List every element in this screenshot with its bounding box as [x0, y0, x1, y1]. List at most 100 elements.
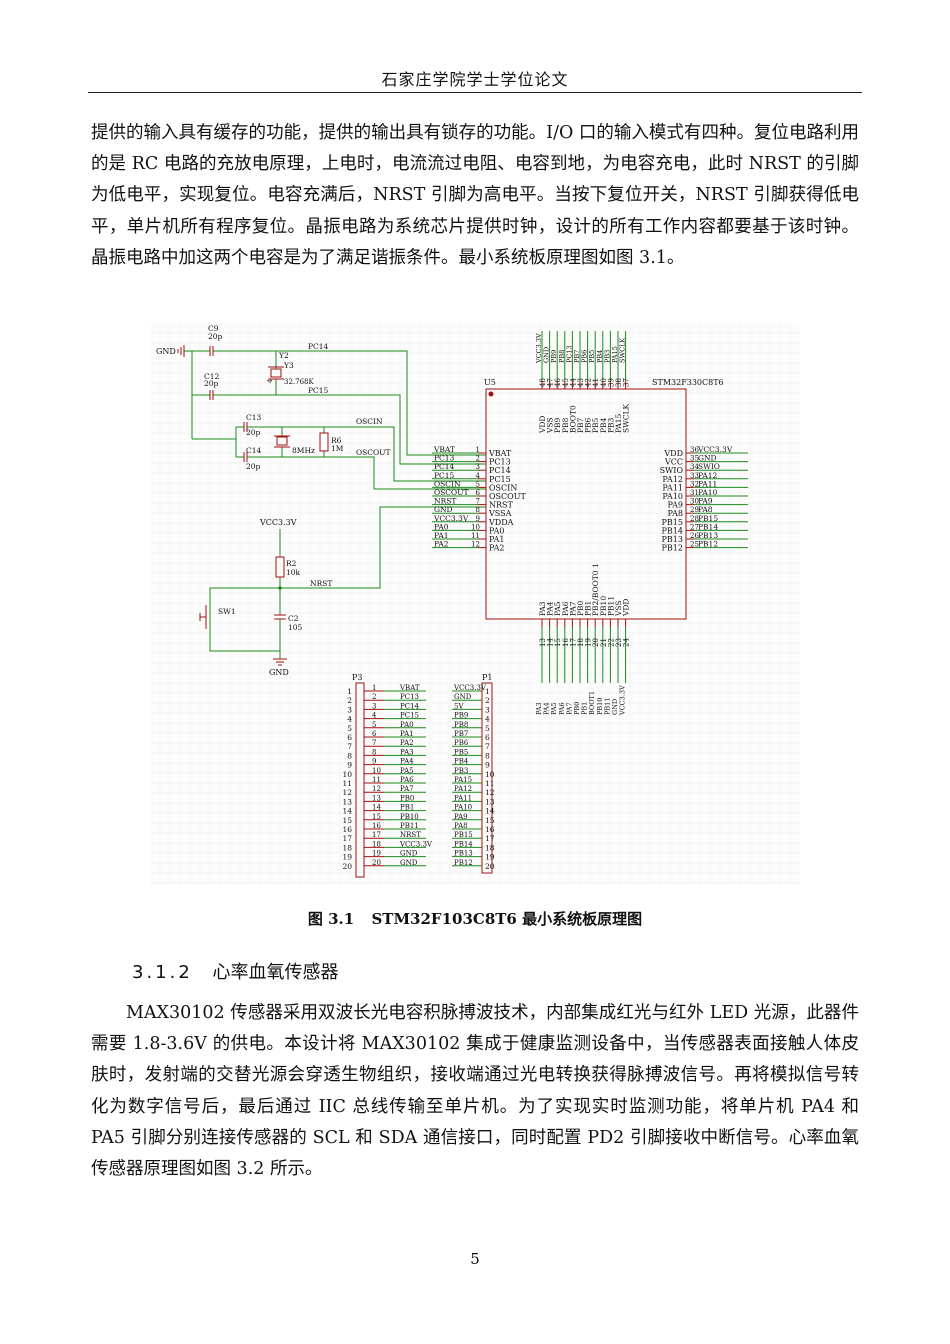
- pin-number: 11: [471, 532, 480, 540]
- mcu-body: [485, 388, 687, 620]
- pin-number: 42: [585, 378, 593, 387]
- p1-pin-number: 4: [485, 715, 490, 724]
- net-label: PA11: [698, 479, 717, 488]
- net-label: BOOT1: [588, 691, 596, 715]
- net-label: PC14: [434, 462, 455, 471]
- p1-pin-number: 9: [485, 761, 490, 770]
- net-label: VCC3.3V: [697, 445, 733, 454]
- pin-name: PB7: [576, 417, 585, 433]
- c13-value: 20p: [246, 428, 261, 437]
- pin-name: PA6: [561, 601, 570, 616]
- pin-number: 23: [615, 638, 623, 647]
- p3-pin-index: 6: [372, 730, 377, 738]
- p1-net-label: PB8: [454, 721, 468, 729]
- net-label: GND: [543, 347, 551, 363]
- pin-name: PA7: [568, 601, 577, 616]
- reset-gnd-label: GND: [269, 668, 289, 677]
- pin-name: BOOT0: [568, 405, 577, 433]
- net-label: PB8: [558, 350, 566, 363]
- y3-ref: Y3: [283, 361, 294, 370]
- net-label: PA8: [698, 505, 713, 514]
- p1-net-label: PA12: [454, 785, 472, 793]
- pin-number: 19: [585, 638, 593, 647]
- p3-net-label: PA2: [400, 739, 414, 747]
- p1-net-label: GND: [454, 693, 472, 701]
- pin-name: VDD: [538, 416, 547, 434]
- r6-value: 1M: [331, 444, 344, 453]
- net-label: VCC3.3V: [535, 333, 543, 364]
- gnd-label: GND: [156, 347, 176, 356]
- p3-net-label: GND: [400, 859, 418, 867]
- p3-pin-index: 4: [372, 712, 377, 720]
- pc14-route: [276, 350, 486, 456]
- pin-name: PB0: [576, 600, 585, 616]
- pin-number: 14: [547, 638, 555, 647]
- pin-number: 20: [592, 638, 600, 647]
- pin-name: VDDA: [488, 518, 514, 527]
- net-label: OSCIN: [434, 479, 461, 488]
- p1-pin-number: 5: [485, 724, 490, 733]
- pin-name: PA2: [489, 544, 505, 553]
- pin-number: 12: [471, 541, 480, 549]
- net-label: SWIO: [698, 462, 720, 471]
- pin-number: 22: [607, 638, 615, 647]
- net-label: SWCLK: [619, 338, 627, 363]
- c12-ref: C12: [204, 372, 220, 381]
- p3-pin-index: 14: [372, 804, 381, 812]
- p3-pin-index: 20: [372, 859, 381, 867]
- c2-ref: C2: [288, 614, 299, 623]
- xtal-8mhz: [276, 436, 288, 446]
- chip-ref: U5: [484, 378, 496, 387]
- pin-name: PC13: [489, 458, 511, 467]
- pin-number: 1: [476, 446, 480, 454]
- p3-net-label: PC14: [400, 702, 420, 710]
- p1-net-label: PB3: [454, 767, 468, 775]
- pin-number: 7: [476, 498, 480, 506]
- p1-net-label: PB15: [454, 831, 473, 839]
- pin-number: 6: [476, 489, 481, 497]
- pin-name: PB5: [591, 417, 600, 433]
- pin-name: PB2/BOOT0 1: [591, 563, 600, 616]
- p3-net-label: PA6: [400, 776, 414, 784]
- pin-name: VDD: [622, 599, 631, 617]
- pin-number: 32: [690, 480, 699, 488]
- p1-ref: P1: [482, 673, 492, 682]
- r6-resistor: [319, 432, 329, 452]
- pin-number: 9: [476, 515, 480, 523]
- xtal-value: 8MHz: [292, 446, 315, 455]
- p3-net-label: PA4: [400, 758, 414, 766]
- pin-number: 24: [623, 638, 631, 647]
- net-label: PB11: [603, 698, 611, 715]
- pin-name: PA0: [489, 526, 505, 535]
- p1-pin-number: 12: [485, 788, 495, 797]
- net-label: PB9: [550, 350, 558, 363]
- body-paragraph-1: 提供的输入具有缓存的功能，提供的输出具有锁存的功能。I/O 口的输入模式有四种。…: [91, 123, 859, 268]
- pin-number: 45: [562, 378, 570, 387]
- net-label: PA5: [550, 702, 558, 715]
- oscin-route: [324, 426, 486, 482]
- pin-number: 34: [690, 463, 699, 471]
- pin-name: VBAT: [488, 449, 512, 458]
- net-label: VCC3.3V: [619, 685, 627, 716]
- p1-pin-number: 7: [485, 742, 490, 751]
- p1-net-label: 5V: [454, 702, 464, 710]
- net-label: GND: [434, 505, 453, 514]
- net-label: PA3: [535, 702, 543, 715]
- pin-name: NRST: [489, 501, 514, 510]
- p3-net-label: PB1: [400, 804, 414, 812]
- pin-number: 21: [600, 638, 608, 647]
- section-heading: 3.1.2 心率血氧传感器: [132, 958, 339, 984]
- pin-number: 46: [554, 378, 562, 387]
- pin-number: 30: [690, 498, 699, 506]
- sw1-ref: SW1: [218, 607, 236, 616]
- net-pc15: PC15: [308, 386, 329, 395]
- net-label: VCC3.3V: [433, 514, 469, 523]
- pin-number: 48: [539, 378, 547, 387]
- pin-name: PB8: [561, 417, 570, 433]
- net-label: PB1: [581, 702, 589, 715]
- p1-pin-number: 19: [485, 853, 495, 862]
- p1-net-label: PA9: [454, 813, 468, 821]
- p3-net-label: PA5: [400, 767, 414, 775]
- pin-name: PB1: [584, 601, 593, 616]
- pin-number: 39: [607, 378, 615, 387]
